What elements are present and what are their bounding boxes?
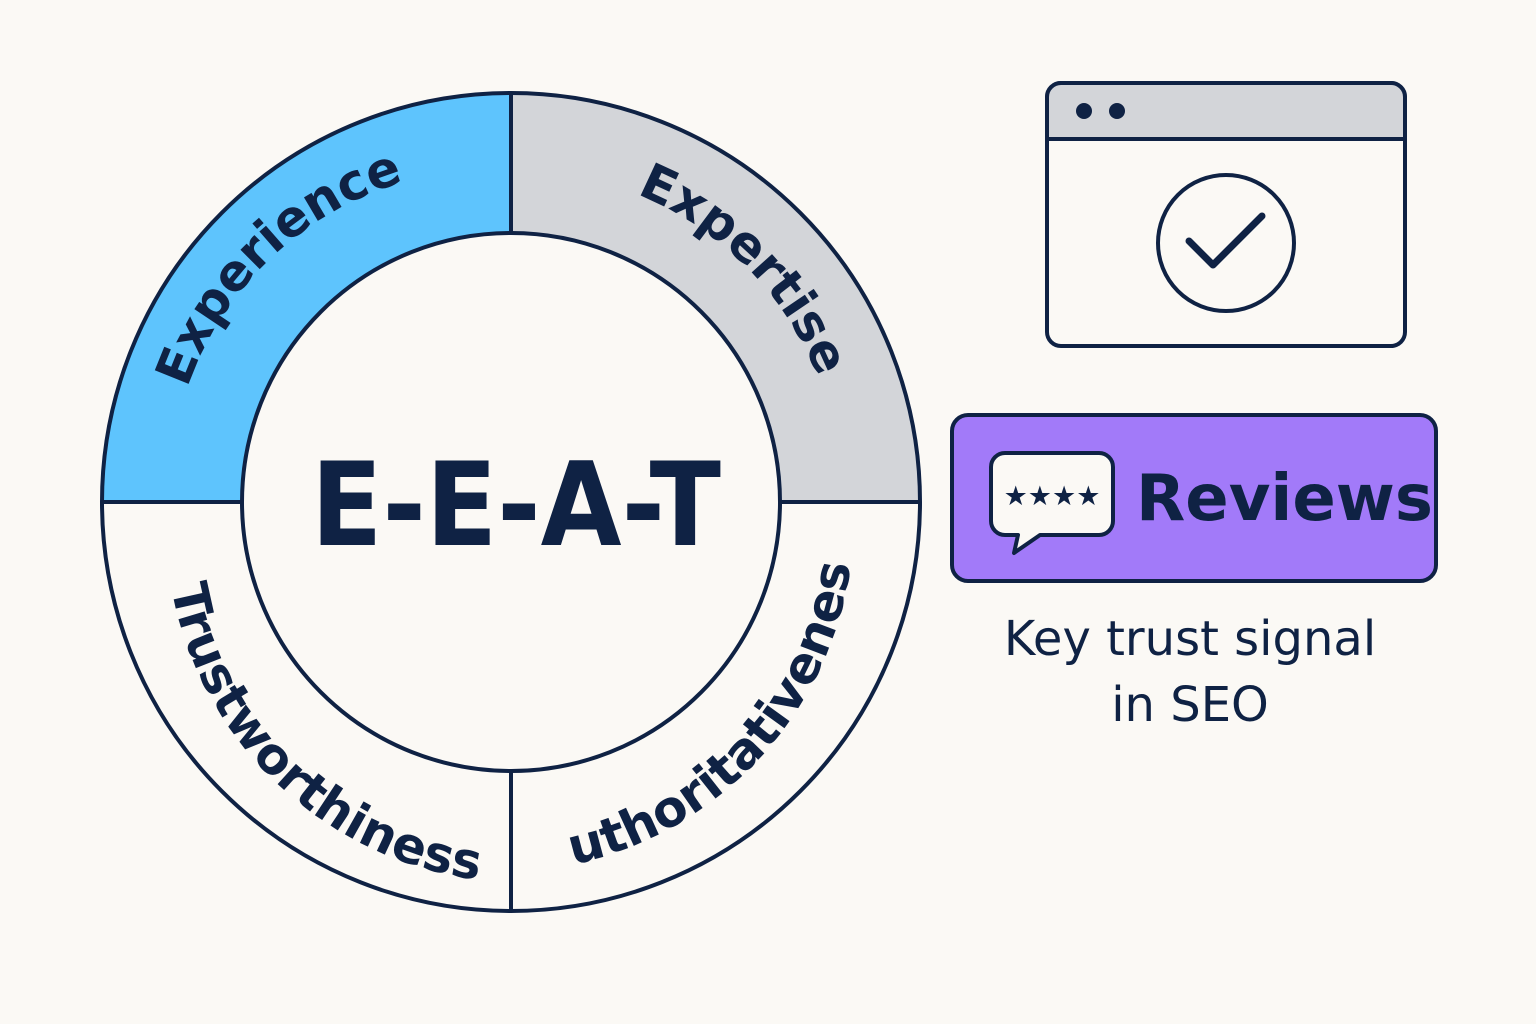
check-circle-icon <box>1156 173 1296 313</box>
segment-experience <box>102 93 511 502</box>
segment-authoritativeness <box>511 502 920 911</box>
rating-stars: ★★★★ <box>1004 481 1101 512</box>
segment-expertise <box>511 93 920 502</box>
browser-window-icon <box>1045 81 1407 348</box>
caption: Key trust signal in SEO <box>940 606 1440 738</box>
eeat-ring: Experience Expertise Authoritativeness T… <box>0 0 922 913</box>
window-dot-icon <box>1109 103 1125 119</box>
window-dot-icon <box>1076 103 1092 119</box>
segment-trustworthiness <box>102 502 511 911</box>
caption-line-2: in SEO <box>1111 677 1269 733</box>
reviews-badge: ★★★★ Reviews <box>950 413 1438 583</box>
reviews-label: Reviews <box>1136 462 1433 536</box>
star-speech-bubble-icon: ★★★★ <box>989 451 1115 555</box>
caption-line-1: Key trust signal <box>1003 611 1377 667</box>
center-title: E-E-A-T <box>311 438 721 573</box>
